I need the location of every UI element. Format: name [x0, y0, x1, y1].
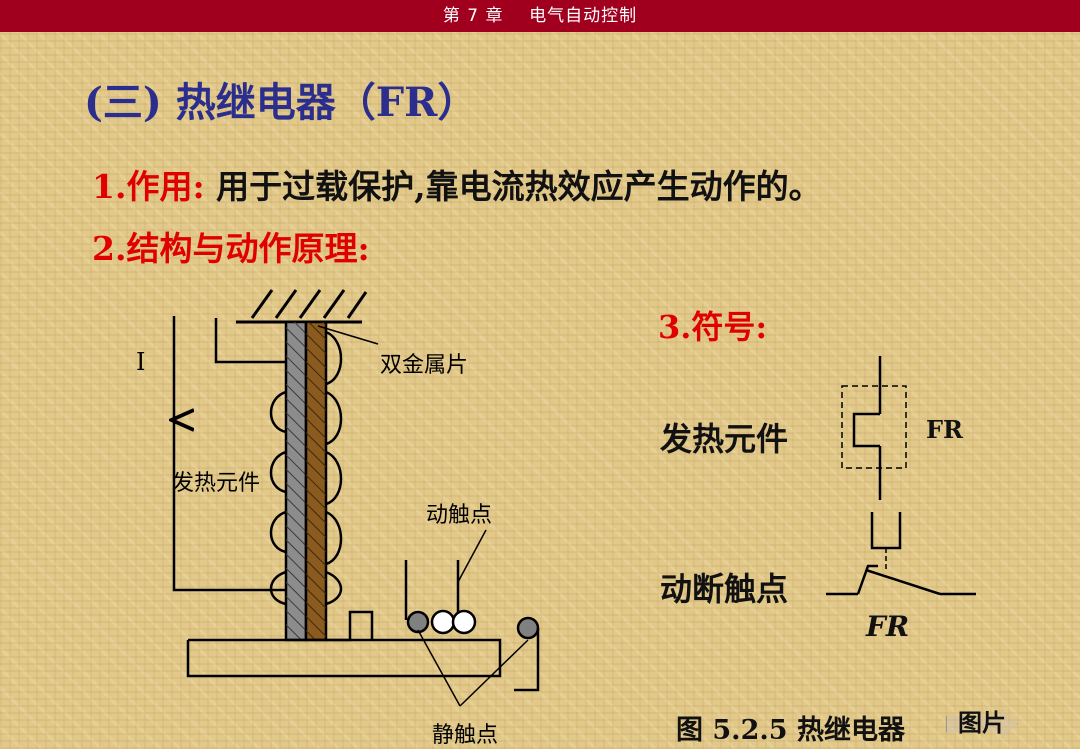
- static-contact-label: 静触点: [432, 723, 498, 748]
- chapter-title: 第 7 章 电气自动控制: [442, 6, 638, 26]
- function-text: 用于过载保护,靠电流热效应产生动作的。: [216, 167, 822, 206]
- heating-coil: [269, 330, 343, 606]
- heating-element-symbol: [841, 356, 907, 500]
- bimetal-strip: [284, 320, 328, 642]
- nc-contact-symbol: [826, 564, 976, 596]
- bimetal-label: 双金属片: [380, 353, 468, 378]
- figure-nav-label: 图片: [958, 709, 1006, 737]
- symbol-heating-label: 发热元件: [660, 420, 788, 458]
- current-label: I: [136, 348, 145, 376]
- symbol-heating-tag: FR: [926, 415, 964, 444]
- figure-nav-button[interactable]: 图片: [946, 708, 1018, 738]
- section-function: 1.作用: 用于过载保护,靠电流热效应产生动作的。: [92, 160, 822, 208]
- heating-element-label: 发热元件: [172, 471, 260, 496]
- ceiling-support: [236, 289, 368, 324]
- slide-title: (三) 热继电器（FR）: [84, 79, 478, 126]
- symbol-contact-label: 动断触点: [660, 570, 788, 608]
- section-structure-label: 2.结构与动作原理:: [92, 229, 370, 268]
- chapter-header: 第 7 章 电气自动控制: [0, 0, 1080, 32]
- moving-contact-label: 动触点: [426, 503, 492, 528]
- base-lever: [186, 610, 502, 678]
- symbol-contact-tag: FR: [865, 610, 909, 643]
- leader-lines: [317, 325, 529, 707]
- mechanical-linkage-symbol: [870, 512, 902, 572]
- figure-caption: 图 5.2.5 热继电器: [676, 715, 905, 746]
- section-symbol-label: 3.符号:: [658, 308, 768, 346]
- contact-assembly: [404, 560, 540, 692]
- function-label: 1.作用:: [92, 167, 205, 206]
- current-wire: [174, 316, 286, 592]
